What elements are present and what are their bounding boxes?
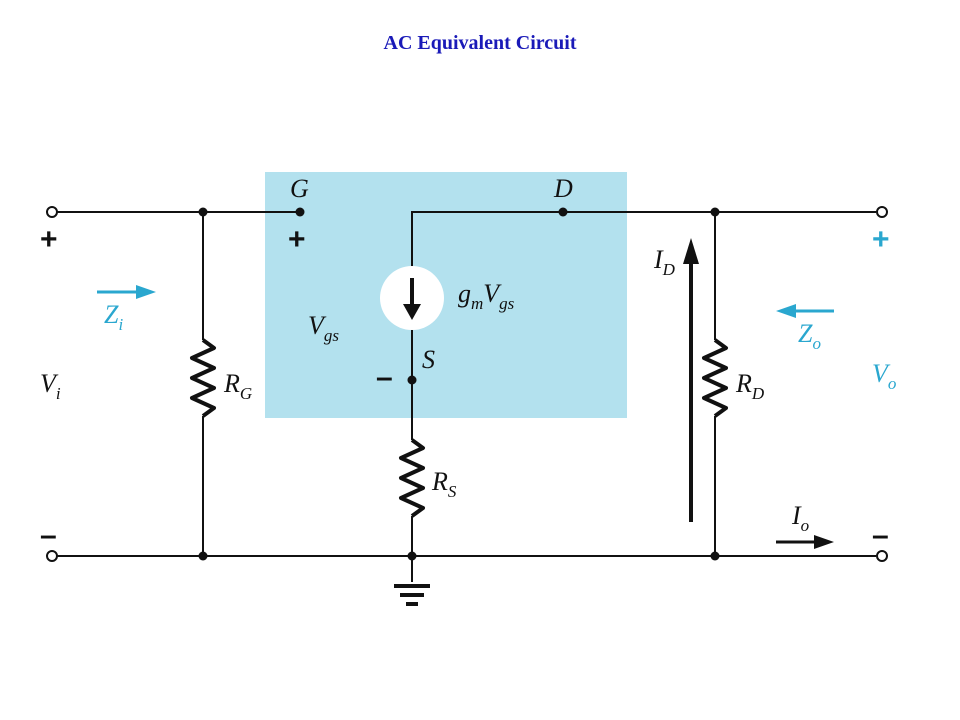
resistor-rd: [702, 212, 728, 556]
vo-minus-sign: –: [872, 519, 889, 552]
vo-plus-sign: +: [872, 223, 890, 256]
input-terminal-bottom: [46, 550, 58, 562]
page-title: AC Equivalent Circuit: [383, 32, 577, 54]
vgs-label: Vgs: [308, 311, 339, 345]
output-terminal-bottom: [876, 550, 888, 562]
vo-label: Vo: [872, 359, 896, 393]
junction-dot: [198, 207, 208, 217]
resistor-rg: [190, 212, 216, 556]
gate-label: G: [290, 174, 309, 203]
gm-vgs-label: gmVgs: [458, 279, 515, 313]
id-label: ID: [653, 245, 676, 279]
zi-arrow-icon: [97, 285, 156, 299]
io-arrow-icon: [776, 535, 834, 549]
ground-icon: [394, 584, 430, 606]
output-terminal-top: [876, 206, 888, 218]
drain-wire: [411, 211, 876, 292]
source-node: [407, 375, 417, 385]
junction-dot: [198, 551, 208, 561]
fet-model-box: [265, 172, 627, 418]
source-label: S: [422, 345, 435, 374]
vi-label: Vi: [40, 369, 61, 403]
drain-node: [558, 207, 568, 217]
input-terminal-top: [46, 206, 58, 218]
gate-node: [295, 207, 305, 217]
zo-label: Zo: [798, 319, 821, 353]
rg-label: RG: [223, 369, 252, 403]
io-label: Io: [791, 501, 809, 535]
vi-plus-sign: +: [40, 223, 58, 256]
junction-dot: [710, 207, 720, 217]
zi-label: Zi: [104, 300, 123, 334]
vi-minus-sign: –: [40, 519, 57, 552]
rs-label: RS: [431, 467, 457, 501]
junction-dot: [407, 551, 417, 561]
junction-dot: [710, 551, 720, 561]
rd-label: RD: [735, 369, 765, 403]
drain-label: D: [553, 174, 573, 203]
zo-arrow-icon: [776, 304, 834, 318]
id-arrow-icon: [683, 238, 699, 522]
current-source-icon: [380, 266, 444, 330]
vgs-plus-sign: +: [288, 223, 306, 256]
vgs-minus-sign: –: [376, 361, 393, 394]
